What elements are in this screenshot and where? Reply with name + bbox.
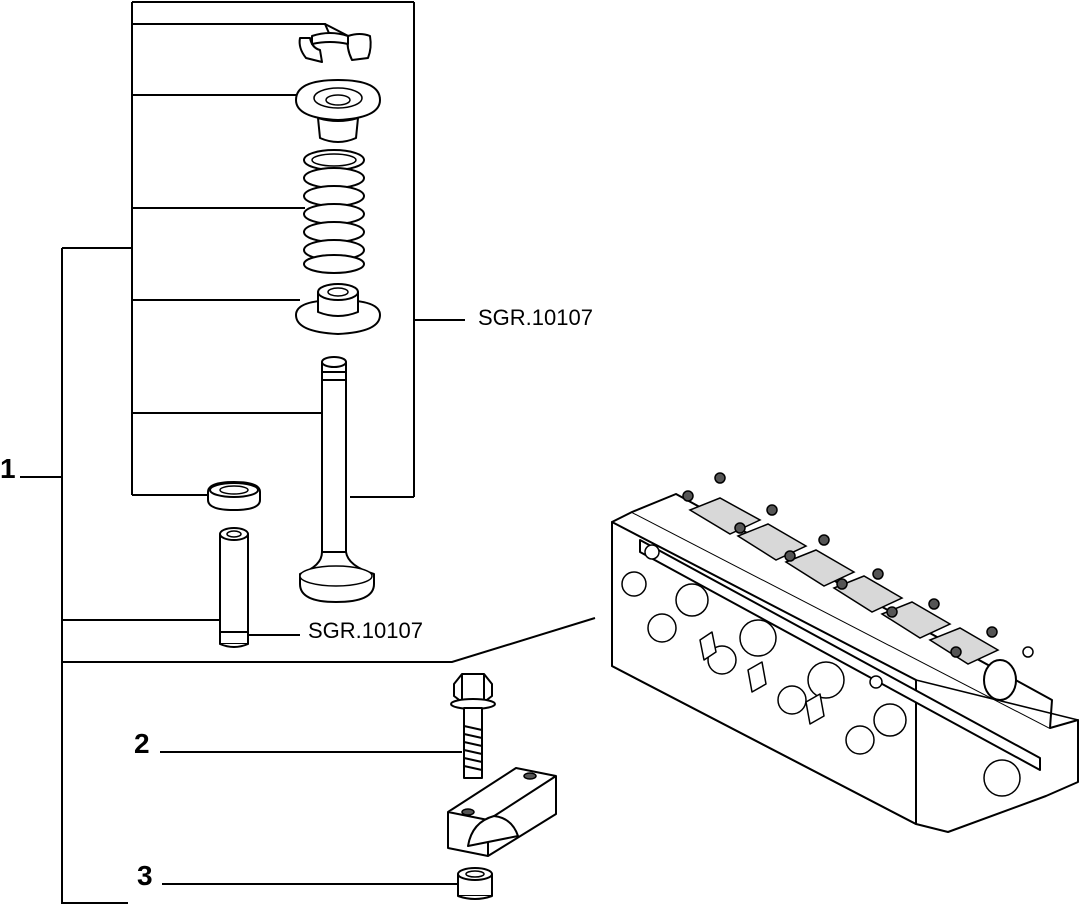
spring-seat-icon bbox=[295, 283, 381, 335]
callout-1: 1 bbox=[0, 453, 16, 484]
valve-icon bbox=[299, 356, 375, 603]
valve-keepers-icon bbox=[298, 32, 372, 63]
valve-assembly-reference: SGR.10107 bbox=[478, 305, 593, 330]
spring-retainer-icon bbox=[295, 79, 381, 143]
bolt-icon bbox=[450, 673, 496, 779]
bushing-icon bbox=[457, 867, 493, 900]
callout-2: 2 bbox=[134, 728, 150, 759]
valve-guide-reference: SGR.10107 bbox=[308, 618, 423, 643]
bearing-cap-icon bbox=[447, 767, 557, 857]
leader-lines bbox=[20, 1, 596, 904]
callout-3: 3 bbox=[137, 860, 153, 891]
cylinder-head-icon bbox=[611, 472, 1079, 833]
valve-guide-icon bbox=[219, 527, 249, 648]
valve-spring-icon bbox=[303, 149, 365, 274]
valve-seal-icon bbox=[207, 481, 261, 511]
